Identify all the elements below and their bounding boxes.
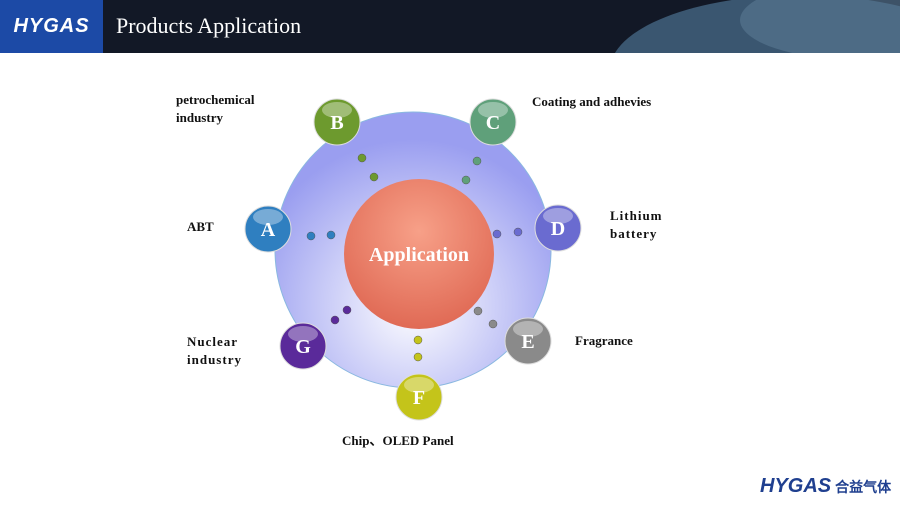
label-d: Lithium battery — [610, 208, 663, 241]
center-label: Application — [369, 244, 469, 266]
connector-dot — [413, 352, 423, 362]
page-title: Products Application — [116, 13, 302, 38]
node-letter: G — [295, 336, 311, 358]
label-g: Nuclear industry — [187, 334, 242, 367]
connector-dot — [342, 305, 352, 315]
node-b — [313, 98, 361, 146]
node-g — [279, 322, 327, 370]
header-decoration — [614, 0, 900, 53]
node-letter: A — [261, 219, 276, 241]
label-a: ABT — [187, 219, 214, 234]
node-c — [469, 98, 517, 146]
label-e: Fragrance — [575, 333, 633, 348]
label-f: Chip、OLED Panel — [342, 433, 454, 448]
header-bar: HYGAS Products Application — [0, 0, 900, 53]
label-b: petrochemical industry — [176, 92, 255, 125]
connector-dot — [461, 175, 471, 185]
node-f — [395, 373, 443, 421]
node-d — [534, 204, 582, 252]
connector-dot — [357, 153, 367, 163]
center-circle — [344, 179, 494, 329]
connector-dot — [330, 315, 340, 325]
node-letter: E — [521, 331, 534, 353]
node-letter: F — [413, 387, 425, 409]
connector-dot — [369, 172, 379, 182]
header-logo: HYGAS — [0, 0, 103, 53]
node-e — [504, 317, 552, 365]
label-c: Coating and adhevies — [532, 94, 652, 109]
connector-dot — [488, 319, 498, 329]
connector-dot — [306, 231, 316, 241]
connector-dot — [473, 306, 483, 316]
node-letter: C — [486, 112, 500, 134]
connector-dot — [326, 230, 336, 240]
node-letter: B — [330, 112, 343, 134]
node-a — [244, 205, 292, 253]
connector-dot — [492, 229, 502, 239]
connector-dot — [513, 227, 523, 237]
connector-dot — [472, 156, 482, 166]
connector-dot — [413, 335, 423, 345]
node-letter: D — [551, 218, 565, 240]
